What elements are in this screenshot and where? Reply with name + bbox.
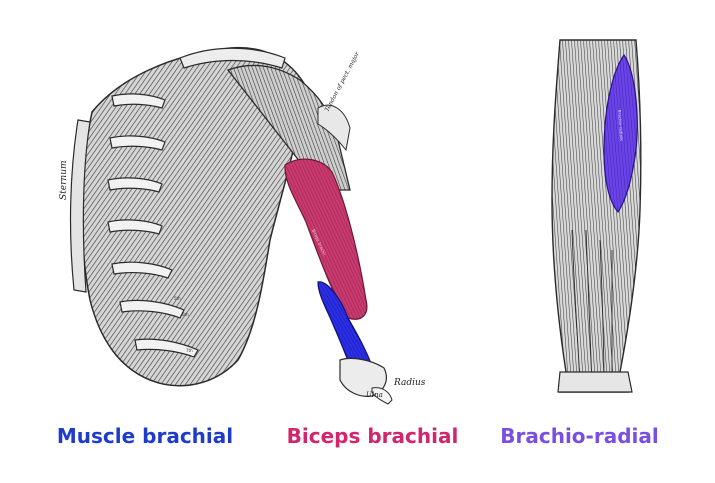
radius-label: Radius [393,378,426,388]
rib [119,299,185,319]
wrist [557,371,633,393]
sternum-label: Sternum [59,160,69,200]
tendon [317,104,351,152]
ribs [107,93,199,358]
clavicle [179,47,286,69]
radius-bone [371,387,393,405]
caption-biceps: Biceps brachial [286,424,459,448]
rib-label-7: 7th [186,348,193,353]
rib [134,338,199,358]
ulna-label: Ulna [366,391,383,399]
rib-label-6: 6th [182,312,189,317]
rib-label-5: 5th [174,296,181,301]
rib [107,219,163,235]
caption-brachioradialis: Brachio-radial [500,424,659,448]
rib [111,261,173,279]
thorax-illustration: Sternum Radius Ulna Tendon of pect. majo… [59,46,426,405]
caption-brachialis: Muscle brachial [56,424,234,448]
rib [107,177,163,193]
tendon-label: Tendon of pect. major [324,50,362,113]
elbow-bones [339,357,387,397]
forearm-illustration: Brachio-radialis [551,39,642,393]
rib [109,135,166,151]
biceps-muscle [284,158,368,320]
forearm-inner-label: Brachio-radialis [617,110,624,141]
rib [111,93,166,109]
brachioradialis-muscle [603,53,638,214]
sternum [69,119,91,293]
